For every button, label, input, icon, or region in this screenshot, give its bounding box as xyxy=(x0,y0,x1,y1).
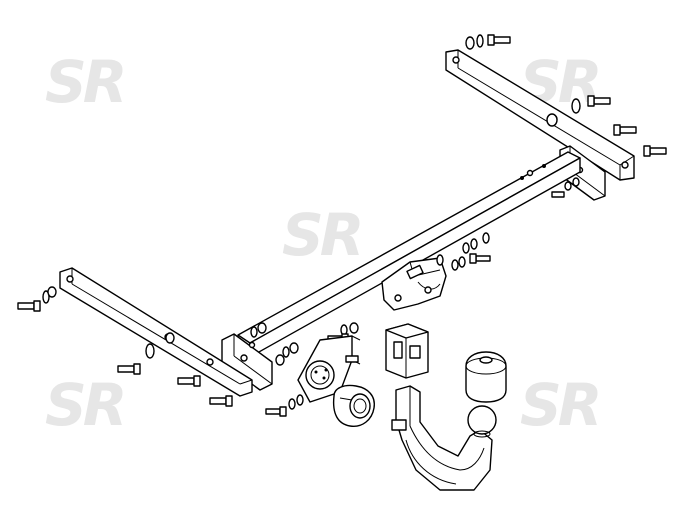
center-fasteners xyxy=(436,232,491,271)
bottom-fasteners xyxy=(265,394,304,417)
nut-r2 xyxy=(546,113,558,127)
bolt-r1 xyxy=(487,34,511,46)
watermark-bottom-left: SR xyxy=(45,371,123,439)
bolt-l3 xyxy=(177,375,201,387)
left-bracket-fasteners xyxy=(17,286,233,407)
bolt-b1 xyxy=(265,406,287,417)
left-side-bracket xyxy=(59,267,253,397)
left-plate-fasteners xyxy=(250,322,299,366)
tow-ball xyxy=(467,405,497,435)
bolt-l2 xyxy=(117,363,141,375)
nut-r1 xyxy=(465,36,475,50)
watermark-center: SR xyxy=(282,201,360,269)
bolt-r3 xyxy=(613,124,637,136)
bolt-c1 xyxy=(469,253,491,264)
tow-ball-neck xyxy=(391,385,497,491)
right-bracket-fasteners xyxy=(465,34,667,157)
washer-r2 xyxy=(571,98,581,114)
receiver-block xyxy=(385,323,429,379)
socket-bracket xyxy=(297,335,361,403)
watermark-bottom-right: SR xyxy=(520,371,598,439)
crossbar-right-fasteners xyxy=(526,169,580,198)
watermarks: SR SR SR SR SR xyxy=(45,48,602,439)
ball-cover-cap xyxy=(465,351,507,403)
watermark-top-left: SR xyxy=(45,48,123,116)
washer-r1 xyxy=(476,34,484,48)
bolt-r4 xyxy=(643,145,667,157)
electrical-socket xyxy=(332,384,375,427)
center-mount-plate xyxy=(381,257,447,311)
main-crossbar xyxy=(237,151,581,358)
bolt-r2 xyxy=(587,95,611,107)
bolt-l1 xyxy=(17,300,41,312)
bolt-l4 xyxy=(209,395,233,407)
